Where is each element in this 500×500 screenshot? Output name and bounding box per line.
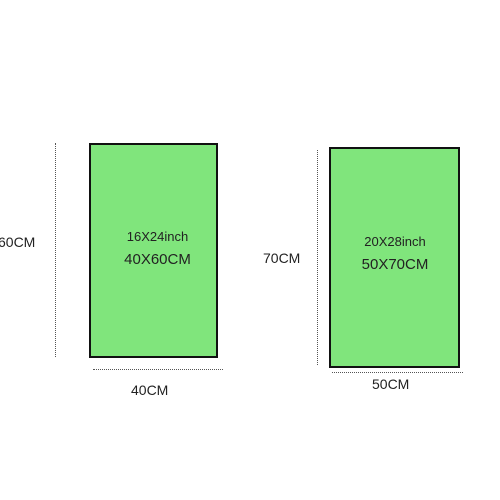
size-rectangle-40x60 — [89, 143, 218, 358]
size-rectangle-50x70 — [329, 147, 460, 368]
height-dimension-label: 60CM — [0, 234, 36, 250]
size-label-block-large: 20X28inch 50X70CM — [345, 235, 445, 272]
width-guide-line-50cm — [332, 372, 463, 373]
width-dimension-label: 40CM — [131, 382, 169, 398]
height-guide-line-70cm — [317, 150, 318, 365]
inch-size-label: 16X24inch — [126, 229, 189, 244]
height-dimension-label: 70CM — [263, 250, 301, 266]
cm-size-label: 50X70CM — [361, 256, 429, 273]
inch-size-label: 20X28inch — [364, 234, 426, 249]
height-guide-line-60cm — [55, 143, 56, 357]
width-dimension-label: 50CM — [372, 376, 410, 392]
cm-size-label: 40X60CM — [124, 251, 191, 268]
size-label-block-small: 16X24inch 40X60CM — [110, 230, 205, 267]
width-guide-line-40cm — [93, 369, 223, 370]
